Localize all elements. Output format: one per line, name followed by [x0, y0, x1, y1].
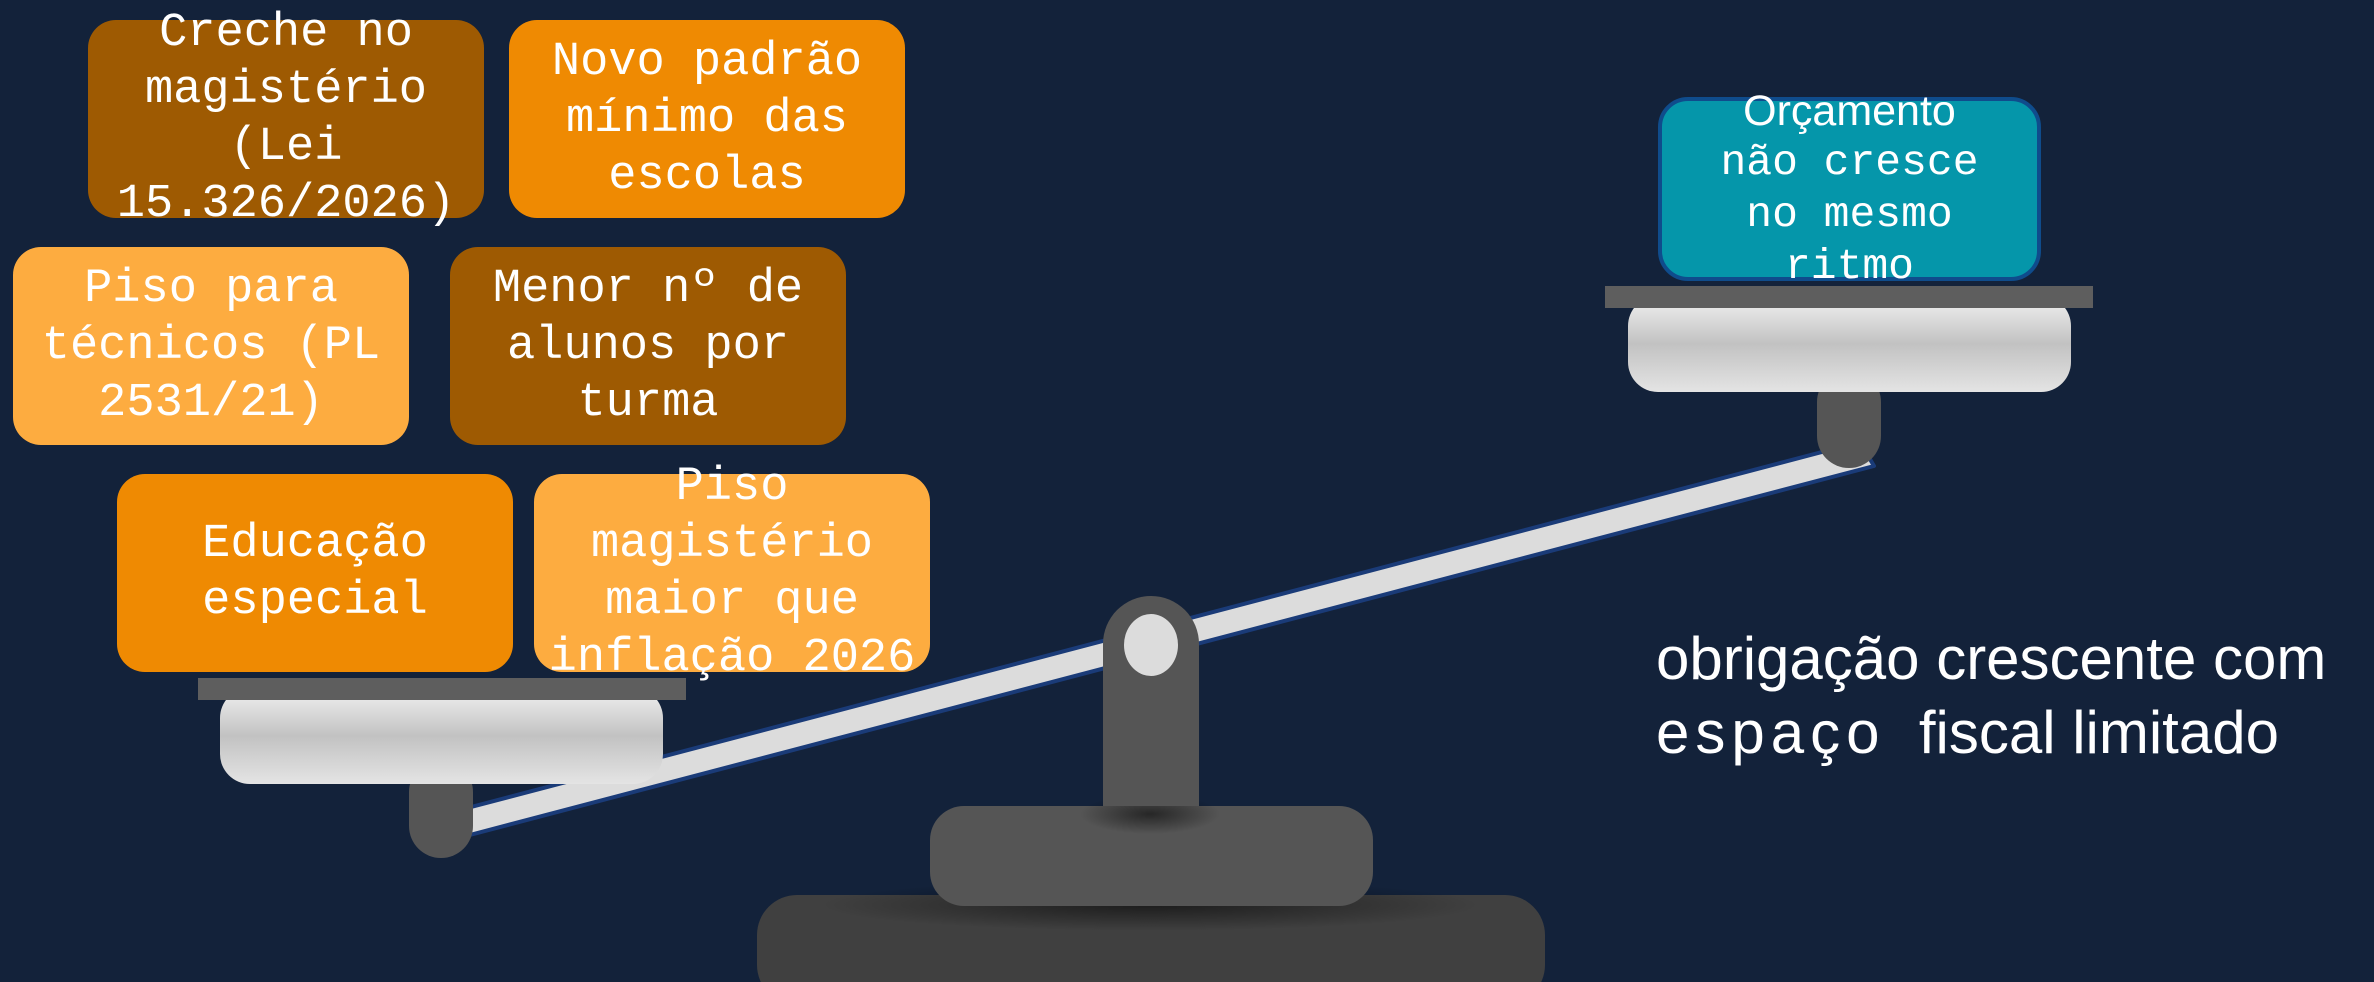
scale-pedestal	[930, 806, 1373, 906]
caption: obrigação crescente com espaço fiscal li…	[1656, 622, 2326, 770]
caption-line-2: espaço fiscal limitado	[1656, 696, 2326, 770]
caption-line-1: obrigação crescente com	[1656, 622, 2326, 696]
caption-text: crescente com	[1936, 625, 2327, 692]
right-pan-hanger	[1817, 370, 1881, 468]
budget-title: Orçamento	[1743, 87, 1956, 135]
obligation-box-piso-magisterio: Piso magistério maior que inflação 2026	[534, 461, 930, 685]
obligation-box-padrao-minimo: Novo padrão mínimo das escolas	[509, 20, 905, 218]
caption-word: obrigação	[1656, 625, 1920, 692]
caption-text: fiscal limitado	[1918, 699, 2279, 766]
obligation-label: Educação especial	[202, 518, 428, 628]
obligation-label: Menor nº de alunos por turma	[492, 262, 804, 430]
obligation-label: Novo padrão mínimo das escolas	[551, 35, 863, 203]
obligation-box-piso-tecnicos: Piso para técnicos (PL 2531/21)	[13, 247, 409, 445]
obligation-box-alunos-turma: Menor nº de alunos por turma	[450, 247, 846, 445]
left-pan-bowl	[220, 688, 663, 784]
obligation-box-educacao-especial: Educação especial	[117, 474, 513, 672]
right-pan-bowl	[1628, 296, 2071, 392]
scale-pivot-hole	[1124, 614, 1178, 676]
obligation-box-creche: Creche no magistério (Lei 15.326/2026)	[88, 7, 484, 231]
left-pan-hanger	[409, 760, 473, 858]
left-pan-plate	[198, 678, 686, 700]
budget-text: não cresce no mesmo ritmo	[1720, 138, 1979, 291]
caption-word: espaço	[1656, 699, 1886, 766]
obligation-label: Creche no magistério (Lei 15.326/2026)	[116, 7, 456, 231]
budget-box: Orçamento não cresce no mesmo ritmo	[1658, 87, 2041, 291]
obligation-label: Piso magistério maior que inflação 2026	[548, 461, 916, 685]
obligation-label: Piso para técnicos (PL 2531/21)	[41, 262, 381, 430]
right-pan-plate	[1605, 286, 2093, 308]
